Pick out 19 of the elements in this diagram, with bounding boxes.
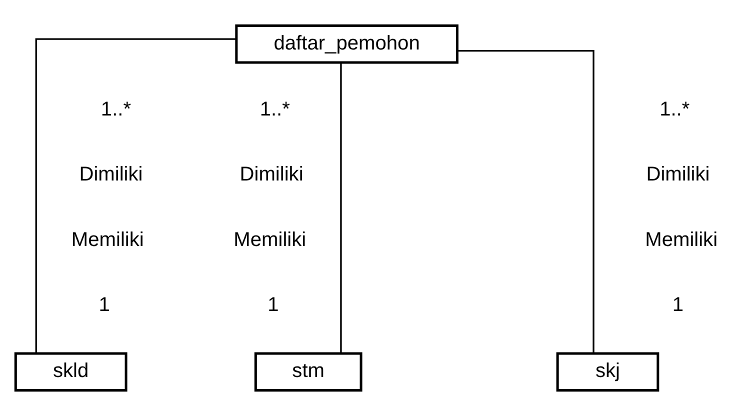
label: Memiliki bbox=[234, 228, 306, 250]
label: 1..* bbox=[660, 98, 690, 120]
label: 1 bbox=[268, 294, 279, 316]
label: 1 bbox=[672, 294, 684, 316]
label: 1 bbox=[98, 294, 110, 316]
label: Dimiliki bbox=[79, 163, 143, 186]
node-box: skj bbox=[556, 352, 660, 392]
label: Dimiliki bbox=[646, 163, 710, 186]
label: 1..* bbox=[100, 98, 132, 120]
label: Memiliki bbox=[71, 228, 144, 250]
node-box: daftar_pemohon bbox=[235, 24, 458, 64]
connector bbox=[458, 49, 594, 353]
node-box: stm bbox=[254, 352, 362, 392]
connector bbox=[35, 38, 236, 353]
node-box: skld bbox=[14, 352, 128, 392]
label: 1..* bbox=[260, 98, 290, 120]
connector bbox=[340, 62, 342, 352]
label: Memiliki bbox=[645, 228, 718, 250]
label: Dimiliki bbox=[240, 163, 304, 186]
